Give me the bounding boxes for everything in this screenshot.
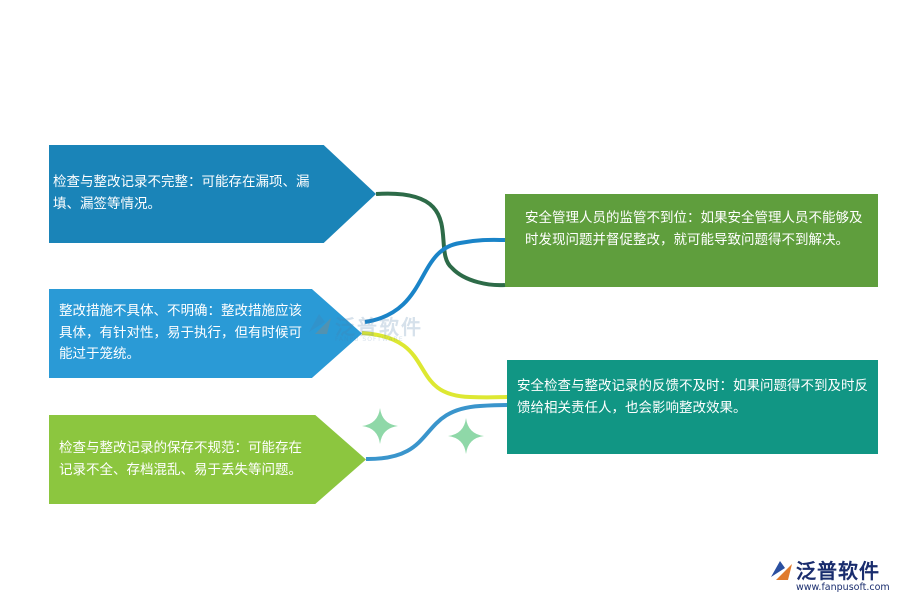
- issue-box-incomplete-records: 检查与整改记录不完整：可能存在漏项、漏填、漏签等情况。: [49, 145, 376, 243]
- brand-name: 泛普软件: [796, 559, 880, 583]
- issue-text: 安全管理人员的监管不到位：如果安全管理人员不能够及时发现问题并督促整改，就可能导…: [525, 210, 863, 248]
- brand-url: www.fanpusoft.com: [796, 582, 890, 593]
- issue-box-storage-irregular: 检查与整改记录的保存不规范：可能存在记录不全、存档混乱、易于丢失等问题。: [49, 415, 366, 504]
- brand-logo-icon: [771, 561, 792, 580]
- watermark: 泛普软件 FANPU SOFTWARE: [305, 310, 423, 343]
- watermark-logo-icon: [309, 314, 331, 334]
- sparkle-icon: [362, 408, 398, 444]
- issue-box-feedback-delay: 安全检查与整改记录的反馈不及时：如果问题得不到及时反馈给相关责任人，也会影响整改…: [507, 360, 878, 454]
- issue-text: 检查与整改记录不完整：可能存在漏项、漏填、漏签等情况。: [53, 174, 310, 212]
- issue-box-vague-measures: 整改措施不具体、不明确：整改措施应该具体，有针对性，易于执行，但有时候可能过于笼…: [49, 289, 362, 378]
- issue-text: 整改措施不具体、不明确：整改措施应该具体，有针对性，易于执行，但有时候可能过于笼…: [59, 302, 302, 363]
- watermark-text: 泛普软件: [335, 314, 423, 339]
- sparkle-icon: [448, 418, 484, 454]
- connector-yellow: [361, 331, 508, 400]
- issue-text: 安全检查与整改记录的反馈不及时：如果问题得不到及时反馈给相关责任人，也会影响整改…: [517, 378, 868, 416]
- brand-logo: 泛普软件 www.fanpusoft.com: [768, 555, 894, 597]
- issue-box-supervision: 安全管理人员的监管不到位：如果安全管理人员不能够及时发现问题并督促整改，就可能导…: [505, 194, 878, 287]
- connector-dark-green: [375, 191, 506, 288]
- connector-blue: [364, 237, 506, 324]
- watermark-subtext: FANPU SOFTWARE: [335, 336, 404, 343]
- connector-light-blue: [365, 403, 508, 462]
- issue-text: 检查与整改记录的保存不规范：可能存在记录不全、存档混乱、易于丢失等问题。: [59, 439, 302, 478]
